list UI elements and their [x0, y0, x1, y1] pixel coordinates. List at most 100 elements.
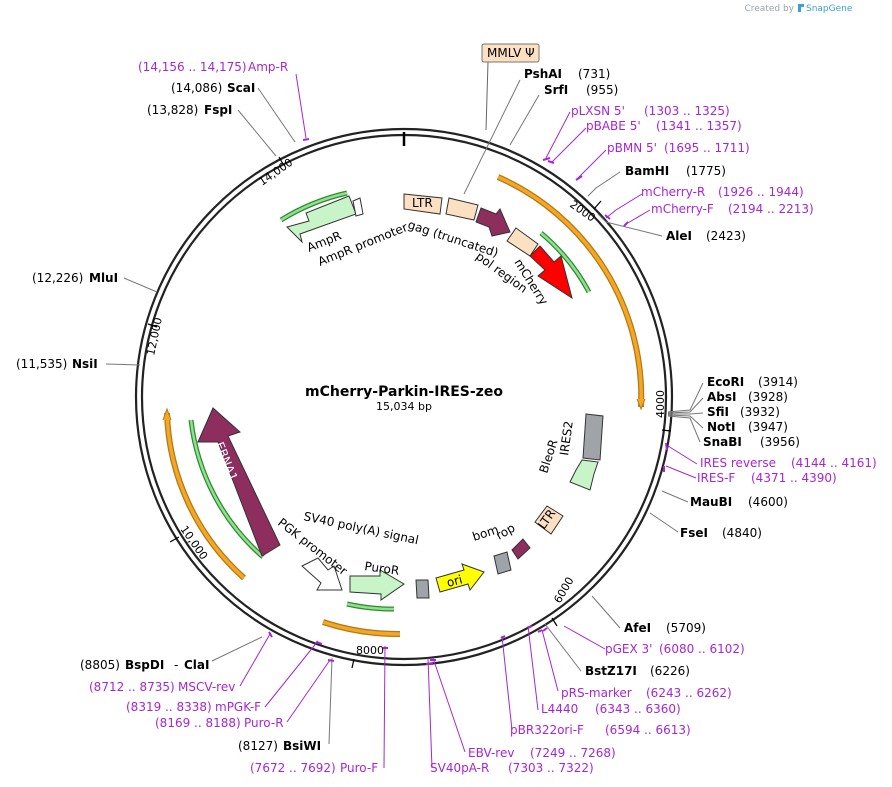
site-eco-pos: (3914) [758, 375, 798, 389]
site-fse-pos: (4840) [722, 526, 762, 540]
site-mlu-name: MluI [89, 271, 118, 285]
label-puror: PuroR [364, 559, 401, 578]
site-nsi-pos: (11,535) [16, 357, 67, 371]
feature-ltr-2 [534, 505, 564, 535]
feature-pol [506, 227, 539, 257]
site-sca-pos: (14,086) [171, 81, 222, 95]
site-afe-pos: (5709) [666, 621, 706, 635]
primer-ampr-name: Amp-R [248, 60, 288, 74]
feature-mmlv-psi [481, 43, 540, 63]
primer-mchf-name: mCherry-F [651, 202, 714, 216]
primer-puror-name: Puro-R [244, 716, 284, 730]
site-cla-name: ClaI [184, 658, 209, 672]
site-sna-name: SnaBI [703, 435, 742, 449]
primer-ampr-range: (14,156 .. 14,175) [138, 60, 247, 74]
primer-pbr-name: pBR322ori-F [510, 723, 584, 737]
site-bam-pos: (1775) [686, 164, 726, 178]
primer-connectors [239, 73, 698, 769]
site-bam-name: BamHI [625, 164, 669, 178]
site-fse-name: FseI [680, 526, 708, 540]
site-ale-pos: (2423) [706, 229, 746, 243]
site-fsp-name: FspI [204, 103, 232, 117]
label-bom: bom [471, 522, 501, 544]
primer-msciv-name: MSCV-rev [178, 680, 235, 694]
marker-arcs [188, 190, 592, 612]
feature-mcherry [529, 245, 573, 300]
primer-purof-name: Puro-F [340, 761, 378, 775]
primer-prs-name: pRS-marker [561, 686, 632, 700]
mmlv-connector [485, 61, 489, 131]
primer-prs-range: (6243 .. 6262) [646, 686, 732, 700]
primer-pbabe-range: (1341 .. 1357) [656, 119, 742, 133]
primer-markers [268, 138, 668, 665]
feature-ebna1 [197, 407, 281, 557]
site-not-name: NotI [707, 420, 736, 434]
primer-mchr-range: (1926 .. 1944) [718, 185, 804, 199]
primer-iresf-name: IRES-F [697, 471, 735, 485]
orf-arcs [162, 174, 646, 638]
primer-ebvrev-name: EBV-rev [468, 746, 514, 760]
primer-iresf-range: (4371 .. 4390) [751, 471, 837, 485]
site-bst-name: BstZ17I [585, 664, 637, 678]
primer-mchf-range: (2194 .. 2213) [728, 202, 814, 216]
primer-mpgkf-range: (8319 .. 8338) [126, 700, 212, 714]
site-connectors [105, 79, 704, 745]
site-eco-name: EcoRI [707, 375, 744, 389]
plasmid-size: 15,034 bp [376, 400, 432, 413]
primer-mchr-name: mCherry-R [641, 185, 705, 199]
primer-mpgkf-name: mPGK-F [215, 700, 261, 714]
site-mau-pos: (4600) [748, 495, 788, 509]
snapgene-logo-icon [798, 4, 804, 12]
primer-msciv-range: (8712 .. 8735) [89, 680, 175, 694]
site-bsp-pos: (8805) [80, 658, 120, 672]
label-ori: ori [445, 572, 464, 590]
site-afe-name: AfeI [624, 621, 651, 635]
site-sca-name: ScaI [227, 81, 255, 95]
site-srf-pos: (955) [586, 83, 618, 97]
primer-pgex-name: pGEX 3' [605, 642, 652, 656]
ring-tick-6000: 6000 [551, 575, 576, 606]
feature-bom [493, 551, 512, 575]
ring-tick-2000: 2000 [567, 198, 597, 225]
label-ltr-1: LTR [412, 196, 433, 210]
primer-l4440-range: (6343 .. 6360) [595, 702, 681, 716]
primer-iresrev-name: IRES reverse [700, 456, 776, 470]
primer-pbabe-name: pBABE 5' [586, 119, 641, 133]
site-labels: PshAI (731) SrfI (955) BamHI (1775) AleI… [16, 67, 800, 753]
primer-pbmn-name: pBMN 5' [607, 141, 657, 155]
ring-tick-8000: 8000 [356, 644, 384, 657]
site-mau-name: MauBI [690, 495, 732, 509]
primer-purof-range: (7672 .. 7692) [250, 761, 336, 775]
primer-puror-range: (8169 .. 8188) [155, 716, 241, 730]
ring-tick-marks [147, 156, 672, 669]
plasmid-name: mCherry-Parkin-IRES-zeo [305, 384, 503, 400]
watermark-prefix: Created by [744, 4, 794, 14]
primer-labels: (14,156 .. 14,175) Amp-R pLXSN 5' (1303 … [89, 60, 877, 775]
watermark-brand: SnapGene [806, 4, 853, 14]
feature-ampr [286, 195, 357, 244]
primer-pbr-range: (6594 .. 6613) [605, 723, 691, 737]
feature-ltr-1 [403, 193, 443, 215]
site-psh-pos: (731) [578, 67, 610, 81]
site-fsp-pos: (13,828) [147, 103, 198, 117]
primer-pgex-range: (6080 .. 6102) [659, 642, 745, 656]
site-bsi-pos: (8127) [238, 739, 278, 753]
site-ale-name: AleI [666, 229, 692, 243]
primer-pbmn-range: (1695 .. 1711) [664, 141, 750, 155]
ring-tick-4000: 4000 [654, 390, 667, 418]
site-sna-pos: (3956) [760, 435, 800, 449]
site-separator: - [174, 658, 178, 672]
site-bsp-name: BspDI [125, 658, 164, 672]
feature-pgk-promoter [301, 557, 343, 591]
feature-gag-arrow [475, 207, 511, 237]
site-mlu-pos: (12,226) [32, 271, 83, 285]
primer-ebvrev-range: (7249 .. 7268) [530, 746, 616, 760]
primer-l4440-name: L4440 [541, 702, 578, 716]
label-ires2: IRES2 [557, 420, 576, 456]
feature-ori [435, 563, 485, 593]
feature-gag [445, 197, 479, 221]
feature-ires2 [582, 413, 604, 461]
label-mmlv-psi: MMLV Ψ [487, 46, 535, 60]
feature-puror [349, 569, 405, 601]
backbone-outer [134, 127, 674, 667]
